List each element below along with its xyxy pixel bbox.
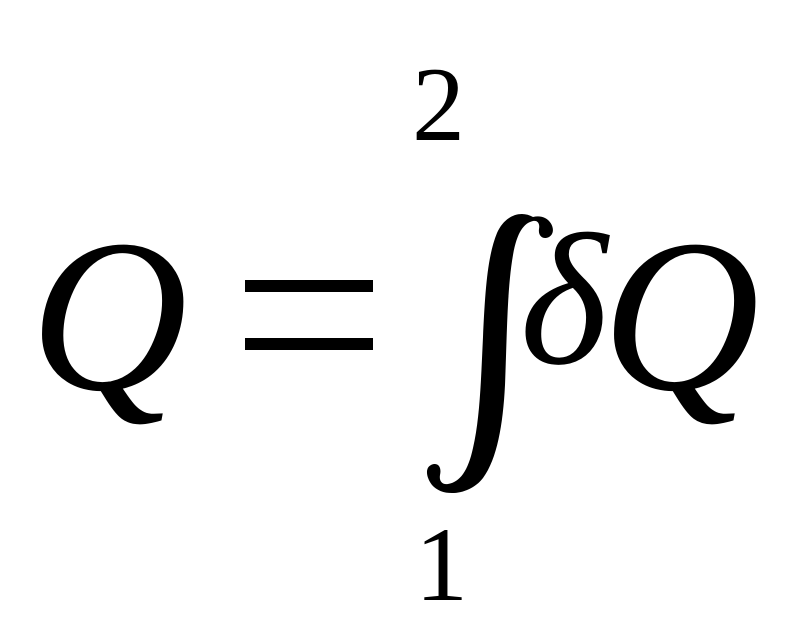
equals-bar-bottom [245,338,373,350]
integral-upper-limit: 2 [412,46,465,163]
integral-lower-limit: 1 [415,506,468,623]
integrand-variable: Q [602,196,760,437]
equals-sign [245,270,373,352]
lhs-variable: Q [30,196,188,437]
integral-sign-icon [425,205,555,497]
differential-delta: δ [520,195,608,404]
equals-bar-top [245,280,373,292]
